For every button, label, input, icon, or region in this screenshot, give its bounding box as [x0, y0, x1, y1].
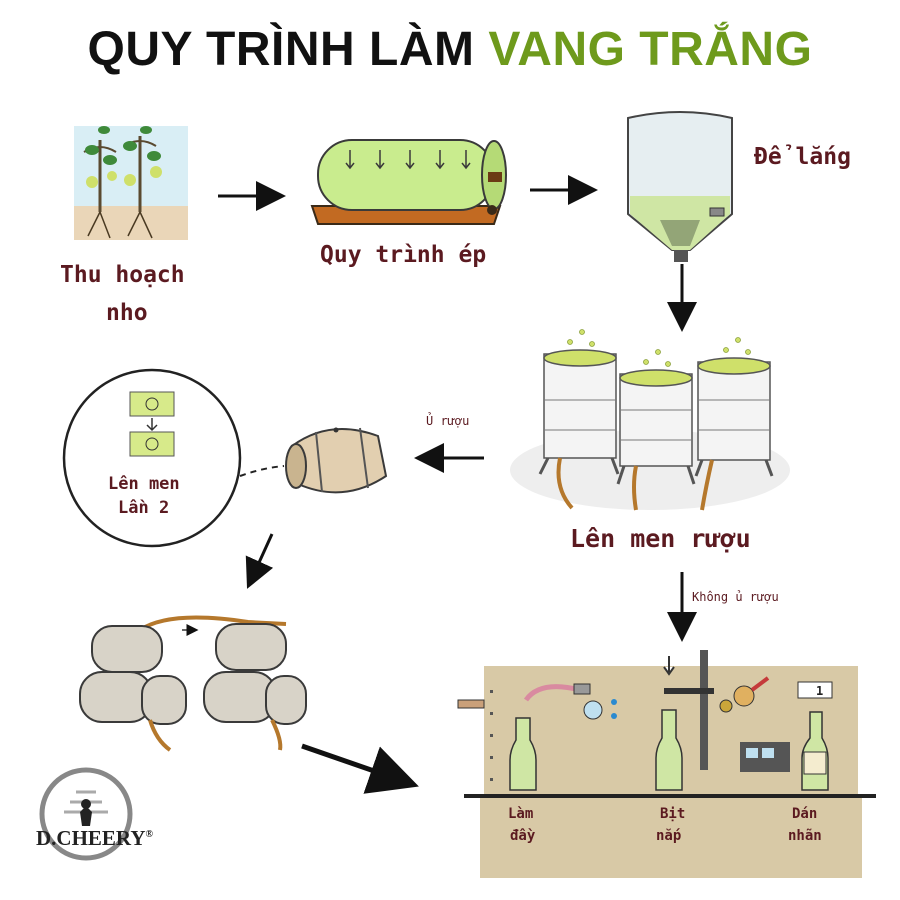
title-part-1: QUY TRÌNH LÀM [87, 23, 475, 76]
fermentation-label: Lên men rượu [570, 524, 751, 553]
second-fermentation-line2: Lần 2 [118, 498, 170, 518]
page-title: QUY TRÌNH LÀM VANG TRẮNG [0, 22, 900, 77]
harvest-illustration [74, 126, 188, 240]
label-counter: 1 [816, 684, 824, 698]
label-label-line2: nhãn [788, 828, 822, 844]
brand-logo-text: D.CHEERY® [36, 826, 153, 851]
brand-name: D.CHEERY [36, 826, 146, 850]
press-label: Quy trình ép [320, 242, 487, 268]
dashed-connector [239, 465, 285, 477]
cap-label-line2: nắp [656, 828, 682, 844]
label-label-line1: Dán [792, 806, 818, 822]
fermentation-tanks-illustration [510, 329, 790, 511]
arrow-barrels-to-bottling [301, 743, 419, 794]
settle-label: Để lắng [754, 144, 851, 170]
aging-barrel-illustration [285, 427, 388, 494]
fill-label-line1: Làm [508, 806, 534, 822]
cap-label-line1: Bịt [660, 806, 686, 822]
harvest-label-line2: nho [106, 300, 148, 326]
settling-tank-illustration [627, 111, 733, 262]
title-part-2: VANG TRẮNG [488, 23, 813, 76]
aging-label: Ủ rượu [426, 414, 470, 428]
brand-logo [39, 767, 133, 861]
barrel-stack-illustration [79, 615, 307, 752]
brand-mark: ® [145, 829, 154, 840]
press-illustration [310, 139, 507, 225]
bottling-line-illustration [457, 650, 876, 878]
arrow-circle-to-barrels [245, 533, 274, 589]
fill-label-line2: đầy [510, 828, 536, 844]
second-fermentation-circle [62, 368, 242, 548]
harvest-label-line1: Thu hoạch [60, 262, 185, 288]
second-fermentation-line1: Lên men [108, 474, 180, 494]
no-aging-label: Không ủ rượu [692, 590, 779, 604]
